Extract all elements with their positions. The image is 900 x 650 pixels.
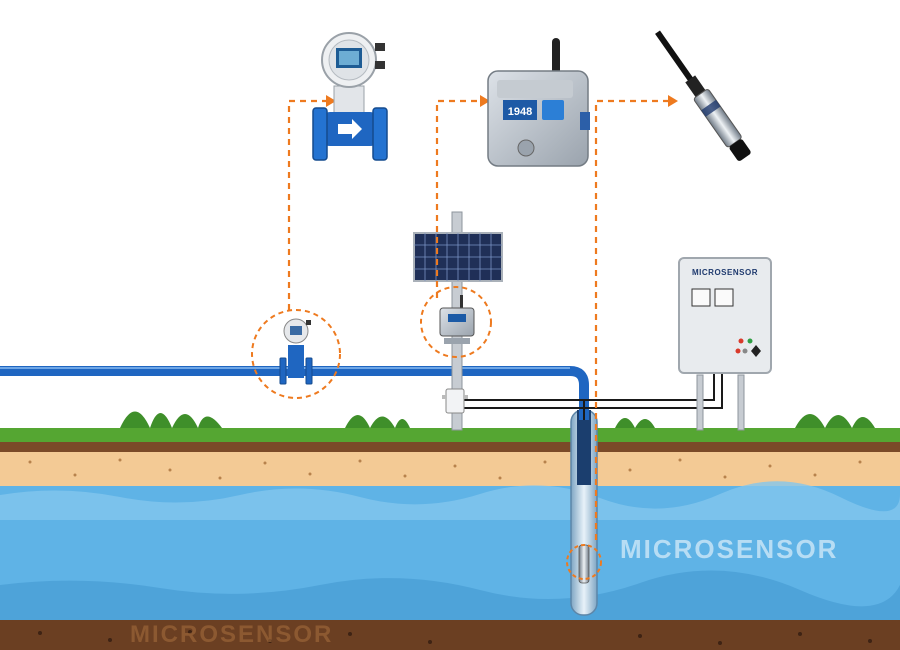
rtu-screen — [503, 100, 537, 120]
connector-lines — [287, 99, 668, 540]
connector-arrowheads — [326, 95, 678, 107]
bedrock-layer — [0, 620, 900, 650]
indicator-light-gray — [742, 348, 748, 354]
grass-strip — [0, 428, 900, 442]
small-rtu-icon — [439, 295, 475, 344]
electromagnetic-flowmeter-icon — [312, 32, 388, 161]
well — [566, 409, 602, 616]
pipe-flowmeter-icon — [279, 318, 313, 385]
flowmeter-highlight-ring — [251, 309, 341, 399]
water-wave-light — [0, 481, 900, 520]
ground-layers — [0, 428, 900, 650]
cabinet-body — [678, 257, 772, 374]
connector-rtu — [435, 99, 480, 298]
indicator-light-green — [747, 338, 753, 344]
cabinet-leg-right — [737, 374, 745, 431]
sensor-cable — [655, 30, 695, 84]
rtu-display-value: 1948 — [508, 106, 532, 118]
control-cabinet-icon: MICROSENSOR — [678, 257, 772, 431]
sand-layer — [0, 452, 900, 486]
topsoil-band — [0, 442, 900, 452]
submersible-level-transmitter-icon — [655, 30, 751, 161]
cabinet-knob — [751, 345, 761, 357]
arrow-to-flowmeter — [326, 95, 336, 107]
connector-level-sensor — [594, 99, 668, 540]
watermark-ground: MICROSENSOR — [130, 621, 333, 648]
rtu-data-logger-icon: 1948 — [487, 38, 590, 167]
grass-tufts — [120, 411, 875, 428]
bedrock-dots — [38, 630, 872, 645]
flow-direction-icon — [338, 119, 362, 139]
indicator-light-red-2 — [735, 348, 741, 354]
water-pipe — [0, 366, 589, 420]
connector-flowmeter — [287, 99, 326, 310]
soil-dots — [28, 458, 862, 480]
submersible-sensor — [578, 544, 590, 584]
arrow-to-level-sensor — [668, 95, 678, 107]
cabinet-leg-left — [696, 374, 704, 431]
arrow-to-rtu — [480, 95, 490, 107]
rtu-highlight-ring — [420, 286, 492, 358]
junction-box-icon — [442, 388, 468, 414]
indicator-light-red — [738, 338, 744, 344]
rtu-logo — [517, 139, 535, 157]
signal-cables — [457, 372, 723, 420]
water-wave-dark — [0, 570, 900, 620]
cabinet-window-left — [691, 288, 711, 307]
well-interior-upper — [577, 410, 591, 485]
cabinet-window-right — [714, 288, 734, 307]
solar-panel-icon — [413, 232, 503, 282]
watermark-water: MICROSENSOR — [620, 534, 838, 564]
solar-pole-assembly — [413, 211, 503, 431]
sensor-highlight-ring — [566, 544, 602, 580]
cabinet-brand-label: MICROSENSOR — [692, 268, 758, 277]
antenna-icon — [552, 38, 560, 78]
